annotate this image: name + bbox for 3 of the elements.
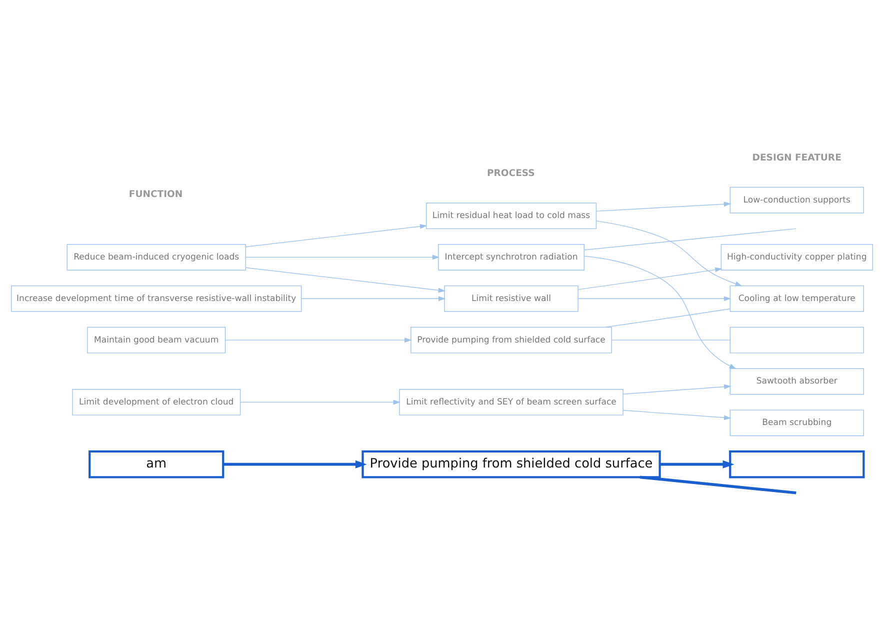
label: PROCESS (486, 168, 535, 179)
label: FUNCTION (128, 188, 183, 200)
label: DESIGN FEATURE (752, 152, 842, 163)
